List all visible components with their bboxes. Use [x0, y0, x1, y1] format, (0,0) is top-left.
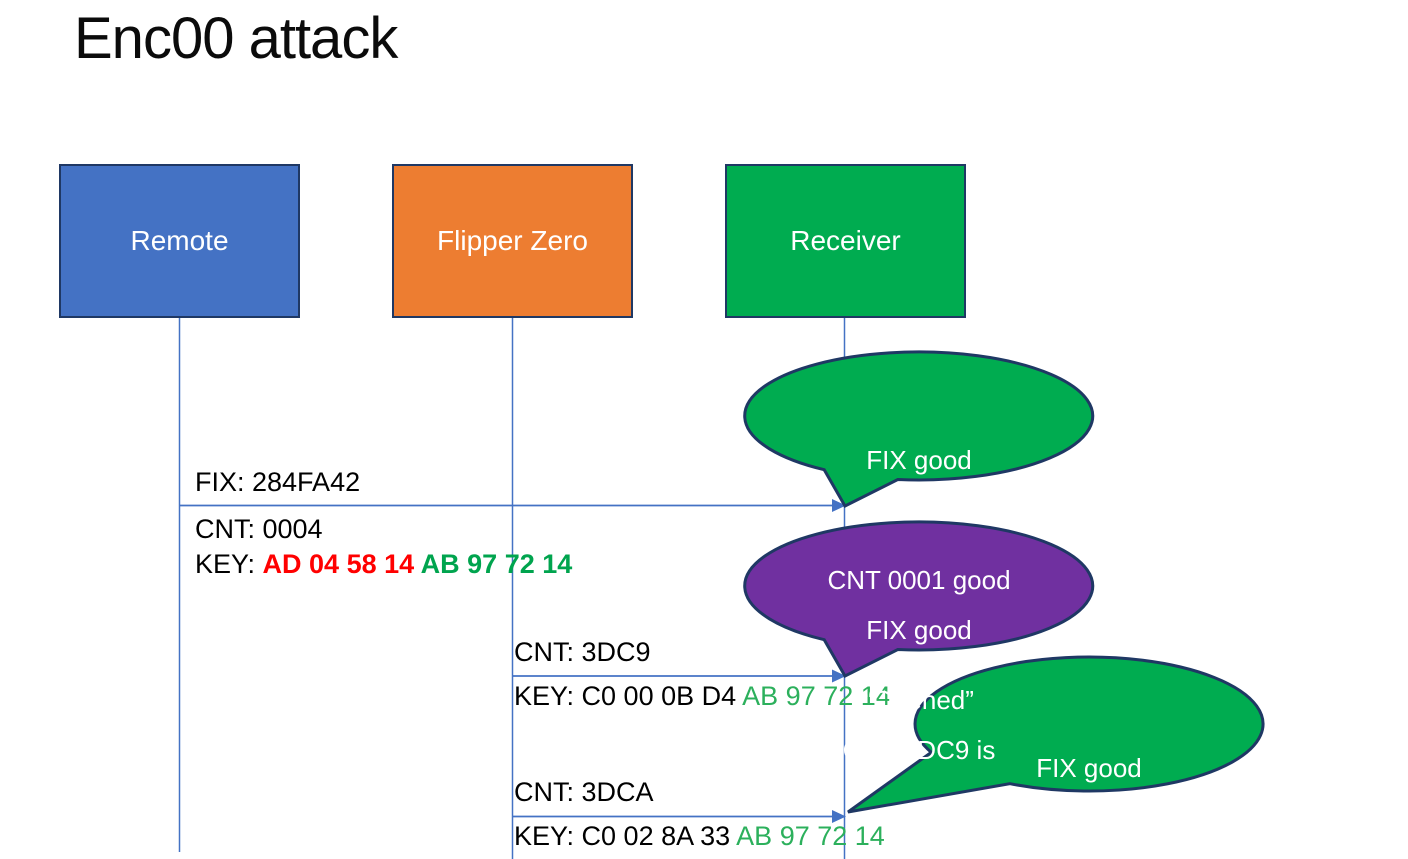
message1-key-prefix: KEY: [195, 549, 263, 579]
message3-cnt-label: CNT: 3DCA [514, 777, 654, 807]
message1-key-red-segment: AD 04 58 14 [262, 549, 421, 579]
bubble-line: future code [745, 850, 1093, 859]
speech-bubble-2-text: FIX good CNT 3DC9 is future code [745, 530, 1093, 859]
speech-bubble-1-shape [743, 350, 1095, 508]
bubble-line: FIX good [866, 615, 972, 645]
message2-arrowhead [832, 669, 846, 683]
actor-label-remote: Remote [130, 225, 229, 256]
message1-key-label: KEY: AD 04 58 14 AB 97 72 14 [195, 548, 572, 580]
bubble-line: FIX good [1036, 753, 1142, 783]
speech-bubble-3-shape [847, 655, 1265, 814]
speech-bubble-3-text: FIX good CNT is 3DCA “Opened” [915, 668, 1263, 859]
message3-key-label: KEY: C0 02 8A 33 AB 97 72 14 [514, 820, 885, 852]
bubble-line: “Opened” [864, 685, 974, 715]
message3-key-prefix: KEY: C0 02 8A 33 [514, 821, 737, 851]
bubble-line: CNT 3DC9 is [842, 735, 996, 765]
message2-cnt-label: CNT: 3DC9 [514, 637, 651, 667]
message1-fix-label: FIX: 284FA42 [195, 467, 361, 497]
message1-key-green-segment: AB 97 72 14 [420, 549, 573, 579]
message3-key-green-segment: AB 97 72 14 [736, 821, 885, 851]
bubble-line: CNT 0001 good [827, 565, 1011, 595]
actor-label-receiver: Receiver [790, 225, 901, 256]
speech-bubble-2-shape [743, 520, 1095, 678]
message2-key-green-segment: AB 97 72 14 [742, 681, 891, 711]
message1-arrowhead [832, 499, 846, 512]
page-title: Enc00 attack [74, 6, 398, 71]
bubble-line: FIX good [866, 445, 972, 475]
actor-box-receiver: Receiver [725, 164, 966, 318]
message3-arrowhead [832, 810, 846, 823]
message2-key-label: KEY: C0 00 0B D4 AB 97 72 14 [514, 680, 891, 712]
message2-key-prefix: KEY: C0 00 0B D4 [514, 681, 743, 711]
actor-label-flipper-zero: Flipper Zero [437, 225, 588, 256]
actor-box-remote: Remote [59, 164, 300, 318]
message1-cnt-label: CNT: 0004 [195, 514, 323, 544]
speech-bubble-1-text: FIX good CNT 0001 good “Opened” [745, 360, 1093, 800]
actor-box-flipper-zero: Flipper Zero [392, 164, 633, 318]
